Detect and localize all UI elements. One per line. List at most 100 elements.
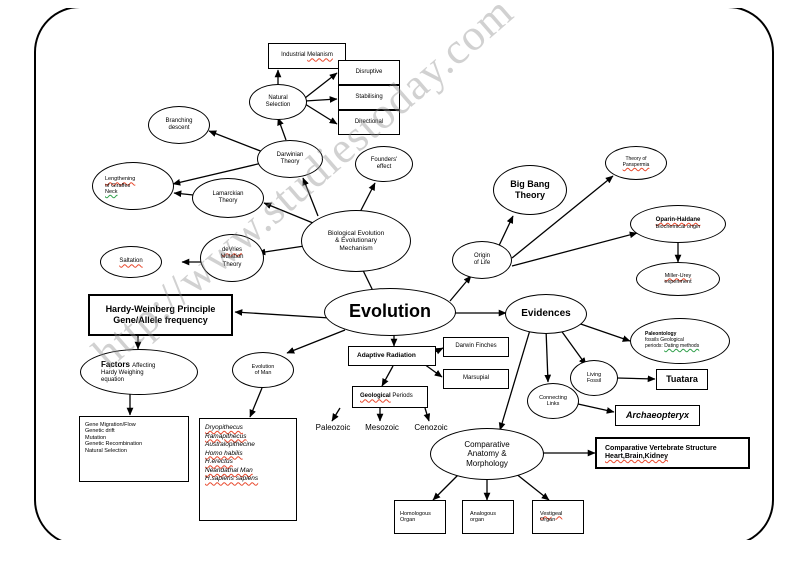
industrial-melanism-box[interactable]: Industrial Melanism [268,43,346,69]
branching-descent-line2: descent [168,125,190,131]
factors-affecting-line3: equation [101,377,125,384]
comparative-vertebrate-line1: Comparative Vertebrate Structure [605,444,717,452]
darwinian-theory-node[interactable]: Darwinian Theory [257,140,323,178]
saltation-node[interactable]: Saltation [100,246,162,278]
hominid-list-item-5: Neandathal Man [205,466,253,474]
hominid-list-item-2: Australopithecine [205,441,255,449]
giraffe-neck-line1: Lengthening [105,176,136,183]
adaptive-radiation-box[interactable]: Adaptive Radiation [348,346,436,366]
paleozoic-label: Paleozoic [306,421,360,435]
factors-list-item-2: Mutation [85,434,107,441]
industrial-melanism-word2: Melanism [307,52,333,59]
factors-affecting-line1a: Factors [101,359,133,369]
oparin-haldane-node[interactable]: Oparin-Haldane Biochemical origin [630,205,726,243]
evolution-of-man-line2: of Man [254,370,272,376]
hardy-weinberg-line2: Gene/Allele frequency [113,315,208,325]
big-bang-theory-node[interactable]: Big Bang Theory [493,165,567,215]
giraffe-neck-line2: of Giraffes [105,182,131,189]
evolution-of-man-line1: Evolution [251,363,275,370]
stabilising-box[interactable]: Stabilising [338,85,400,110]
devries-mutation-node[interactable]: deVries Mutation Theory [200,234,264,282]
comparative-vertebrate-box[interactable]: Comparative Vertebrate Structure Heart,B… [595,437,750,469]
natural-selection-line1: Natural [268,94,288,101]
founders-effect-line2: effect [376,164,392,170]
comparative-anatomy-line3: Morphology [466,458,508,468]
paleontology-line2: fossils Geological [645,337,684,344]
hardy-weinberg-line1: Hardy-Weinberg Principle [105,304,216,315]
connecting-links-line1: Connecting [539,394,567,401]
devries-line1: deVries [221,247,243,254]
hominid-list-item-6: H.sapiens sapiens [205,475,259,483]
natural-selection-node[interactable]: Natural Selection [249,84,307,120]
tuatara-box[interactable]: Tuatara [656,369,708,390]
hominid-list-box[interactable]: Dryopithecus Ramapithecus Australopithec… [199,418,297,521]
vestigeal-organ-line1: Vestigeal [540,510,563,517]
factors-affecting-line2: Hardy Weighing [101,369,144,376]
factors-list-item-3: Genetic Recombination [85,441,143,448]
analogous-organ-line2: organ [470,517,485,523]
miller-urey-line1: Miller-Urey [665,273,692,279]
hominid-list-item-4: H.erectus [205,458,233,466]
miller-urey-node[interactable]: Miller-Urey experiment [636,262,720,296]
disruptive-label: Disruptive [355,68,383,75]
factors-affecting-line1b: Affecting [132,362,156,369]
oparin-haldane-line1: Oparin-Haldane [655,217,701,224]
origin-of-life-line1: Origin [473,252,490,259]
founders-effect-line1: Founders' [370,156,398,163]
darwinian-theory-line2: Theory [280,159,300,165]
geological-periods-box[interactable]: Geological Periods [352,386,428,408]
connecting-links-node[interactable]: Connecting Links [527,383,579,419]
paleontology-node[interactable]: Paleontology fossils Geological periods:… [630,318,730,364]
devries-line2: Mutation [220,254,244,261]
archaeopteryx-box[interactable]: Archaeopteryx [615,405,700,426]
lamarckian-theory-node[interactable]: Lamarckian Theory [192,178,264,218]
evolution-of-man-node[interactable]: Evolution of Man [232,352,294,388]
darwin-finches-box[interactable]: Darwin Finches [443,337,509,357]
evolution-label: Evolution [349,301,431,322]
disruptive-box[interactable]: Disruptive [338,60,400,85]
marsupial-box[interactable]: Marsupial [443,369,509,389]
tuatara-label: Tuatara [666,374,698,385]
miller-urey-line2: experiment [664,279,692,285]
factors-list-box[interactable]: Gene Migration/Flow Genetic drift Mutati… [79,416,189,482]
homologous-organ-box[interactable]: Homologous Organ [394,500,446,534]
devries-line3: Theory [222,261,242,268]
vestigeal-organ-box[interactable]: Vestigeal Organ [532,500,584,534]
living-fossil-node[interactable]: Living Fossil [570,360,618,396]
branching-descent-node[interactable]: Branching descent [148,106,210,144]
giraffe-neck-node[interactable]: Lengthening of Giraffes Neck [92,162,174,210]
big-bang-line2: Theory [514,190,545,200]
big-bang-line1: Big Bang [510,179,550,190]
directional-box[interactable]: Directional [338,110,400,135]
darwin-finches-label: Darwin Finches [455,343,497,350]
biological-evolution-line1: Biological Evolution [327,229,385,237]
comparative-vertebrate-line2: Heart,Brain,Kidney [605,453,669,460]
living-fossil-line1: Living [586,371,602,378]
paleozoic-text: Paleozoic [315,423,351,433]
comparative-anatomy-line1: Comparative [464,439,510,449]
saltation-label: Saltation [119,258,143,265]
hardy-weinberg-box[interactable]: Hardy-Weinberg Principle Gene/Allele fre… [88,294,233,336]
founders-effect-node[interactable]: Founders' effect [355,146,413,182]
geological-periods-word1: Geological [360,393,391,400]
comparative-anatomy-node[interactable]: Comparative Anatomy & Morphology [430,428,544,480]
hominid-list-item-3: Homo habilis [205,449,243,457]
factors-affecting-node[interactable]: Factors Affecting Hardy Weighing equatio… [80,349,198,395]
frame-bottom-mask [30,540,780,562]
vestigeal-organ-line2: Organ [540,517,556,523]
panspermia-node[interactable]: Theory of Panspermia [605,146,667,180]
panspermia-line2: Panspermia [622,162,650,168]
factors-list-item-4: Natural Selection [85,447,127,454]
homologous-organ-line2: Organ [400,517,416,523]
darwinian-theory-line1: Darwinian [276,151,304,158]
mesozoic-text: Mesozoic [365,423,399,433]
biological-evolution-node[interactable]: Biological Evolution & Evolutionary Mech… [301,210,411,272]
evolution-root-node[interactable]: Evolution [324,288,456,336]
biological-evolution-line3: Mechanism [339,244,373,252]
origin-of-life-node[interactable]: Origin of Life [452,241,512,279]
panspermia-line1: Theory of [625,156,647,163]
homologous-organ-line1: Homologous [400,510,431,517]
evidences-node[interactable]: Evidences [505,294,587,334]
analogous-organ-box[interactable]: Analogous organ [462,500,514,534]
comparative-anatomy-line2: Anatomy & [467,449,507,459]
